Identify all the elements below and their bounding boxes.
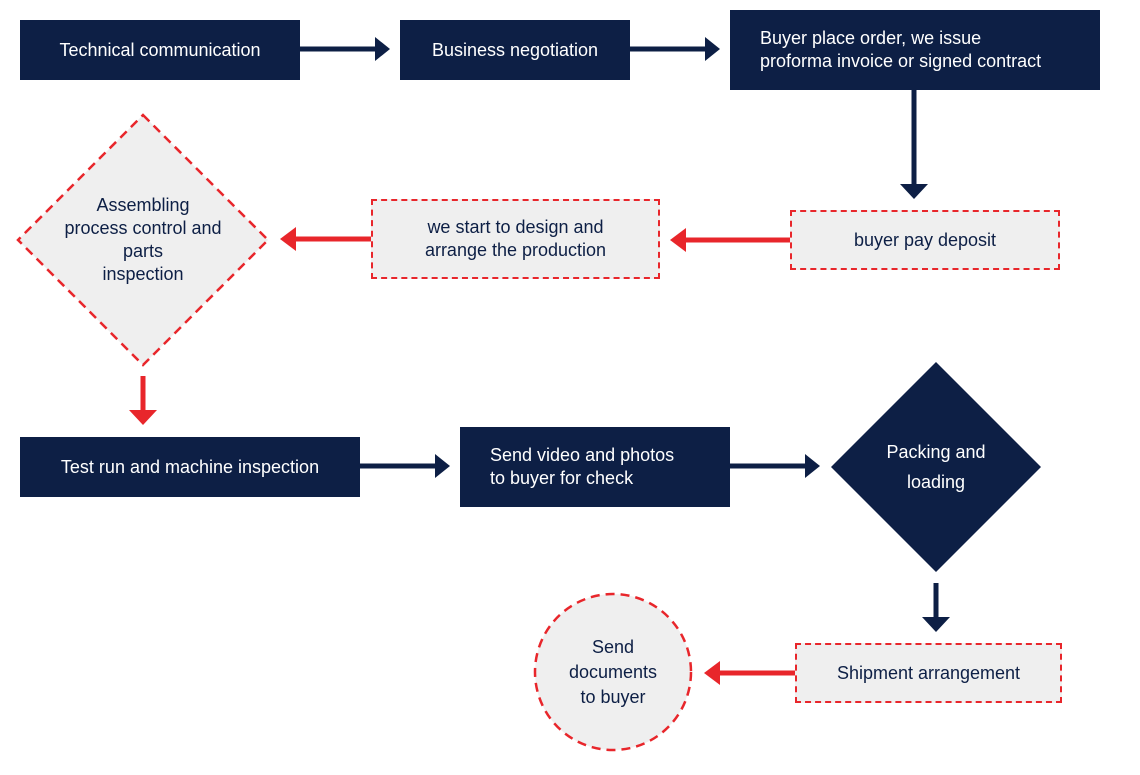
send-documents-circle (533, 592, 693, 752)
step-buyer-pay-deposit-label: buyer pay deposit (853, 229, 997, 250)
step-buyer-place-order-label: Buyer place order, we issue proforma inv… (760, 28, 1042, 71)
arrow-assembling-to-test (129, 376, 157, 425)
arrow-order-to-deposit (900, 90, 928, 199)
step-test-run-label: Test run and machine inspection (60, 456, 320, 477)
step-shipment-arrangement: Shipment arrangement (795, 643, 1062, 703)
step-technical-communication: Technical communication (20, 20, 300, 80)
arrow-technical-to-business (300, 37, 390, 61)
assembling-label: Assembling process control and parts ins… (64, 195, 222, 284)
step-technical-communication-label: Technical communication (59, 39, 261, 60)
step-business-negotiation-label: Business negotiation (431, 39, 599, 60)
step-send-video: Send video and photos to buyer for check (460, 427, 730, 507)
packing-diamond (831, 362, 1041, 572)
step-test-run: Test run and machine inspection (20, 437, 360, 497)
arrow-design-to-assembling (280, 227, 371, 251)
send-documents-label: Send documents to buyer (568, 637, 658, 707)
step-design-production: we start to design and arrange the produ… (371, 199, 660, 279)
step-design-production-label: we start to design and arrange the produ… (424, 217, 607, 260)
step-send-video-label: Send video and photos to buyer for check (490, 445, 675, 488)
arrow-business-to-order (630, 37, 720, 61)
step-buyer-pay-deposit: buyer pay deposit (790, 210, 1060, 270)
arrow-test-to-video (360, 454, 450, 478)
arrow-packing-to-shipment (922, 583, 950, 632)
step-shipment-arrangement-label: Shipment arrangement (836, 662, 1021, 683)
arrow-shipment-to-documents (704, 661, 795, 685)
step-business-negotiation: Business negotiation (400, 20, 630, 80)
step-buyer-place-order: Buyer place order, we issue proforma inv… (730, 10, 1100, 90)
assembling-diamond (16, 113, 270, 367)
arrow-video-to-packing (730, 454, 820, 478)
arrow-deposit-to-design (670, 228, 790, 252)
packing-label: Packing and loading (886, 442, 986, 492)
